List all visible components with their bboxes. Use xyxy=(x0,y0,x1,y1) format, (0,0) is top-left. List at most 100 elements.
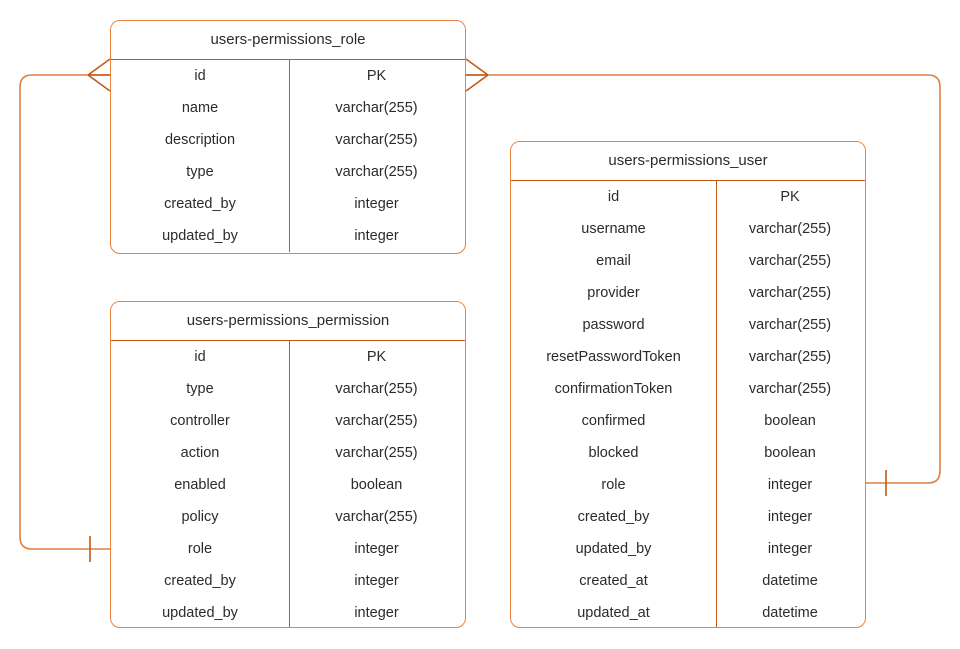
column-divider-users-permissions_role xyxy=(289,60,290,252)
field-name: updated_by xyxy=(575,541,652,557)
entity-title-users-permissions_permission: users-permissions_permission xyxy=(111,302,465,341)
field-name: confirmed xyxy=(581,413,646,429)
field-name: blocked xyxy=(588,445,639,461)
field-name: updated_by xyxy=(162,228,238,244)
field-name: policy xyxy=(181,509,219,525)
field-row[interactable]: updated_at datetime xyxy=(511,597,865,627)
field-row[interactable]: type varchar(255) xyxy=(111,156,465,188)
field-type: varchar(255) xyxy=(748,381,832,397)
field-row[interactable]: blocked boolean xyxy=(511,437,865,469)
field-name: created_by xyxy=(577,509,650,525)
column-divider-users-permissions_permission xyxy=(289,341,290,627)
field-name: enabled xyxy=(174,477,226,493)
field-row[interactable]: created_by integer xyxy=(511,501,865,533)
field-row[interactable]: description varchar(255) xyxy=(111,124,465,156)
crows-foot-icon-role-permission xyxy=(87,58,111,92)
field-type: integer xyxy=(767,477,813,493)
field-name: email xyxy=(596,253,631,269)
entity-title-users-permissions_user: users-permissions_user xyxy=(511,142,865,181)
field-type: integer xyxy=(354,541,399,557)
field-type: varchar(255) xyxy=(748,221,832,237)
field-type: varchar(255) xyxy=(748,253,832,269)
field-row[interactable]: id PK xyxy=(511,181,865,213)
field-type: boolean xyxy=(764,413,816,429)
field-name: type xyxy=(186,381,214,397)
field-row[interactable]: controller varchar(255) xyxy=(111,405,465,437)
field-type: varchar(255) xyxy=(335,381,418,397)
field-name: created_by xyxy=(164,573,236,589)
field-row[interactable]: created_at datetime xyxy=(511,565,865,597)
field-type: varchar(255) xyxy=(748,349,832,365)
relationship-role-permission xyxy=(19,58,111,562)
field-type: varchar(255) xyxy=(335,132,418,148)
field-type: boolean xyxy=(350,477,403,493)
field-row[interactable]: confirmed boolean xyxy=(511,405,865,437)
field-row[interactable]: created_by integer xyxy=(111,188,465,220)
field-name: provider xyxy=(587,285,640,301)
field-type: datetime xyxy=(762,573,818,589)
field-type: datetime xyxy=(762,605,818,621)
field-type: varchar(255) xyxy=(335,164,418,180)
field-name: type xyxy=(186,164,214,180)
field-name: confirmationToken xyxy=(554,381,673,397)
field-type: PK xyxy=(780,189,800,205)
field-name: id xyxy=(194,349,206,365)
column-divider-users-permissions_user xyxy=(716,181,717,627)
field-name: password xyxy=(582,317,645,333)
field-type: integer xyxy=(354,196,399,212)
field-row[interactable]: provider varchar(255) xyxy=(511,277,865,309)
field-name: updated_at xyxy=(577,605,650,621)
field-name: description xyxy=(164,132,236,148)
field-row[interactable]: username varchar(255) xyxy=(511,213,865,245)
field-row[interactable]: updated_by integer xyxy=(511,533,865,565)
relationship-role-user xyxy=(465,58,941,496)
field-type: varchar(255) xyxy=(748,285,832,301)
connector-line-role-user xyxy=(466,74,941,484)
field-row[interactable]: role integer xyxy=(511,469,865,501)
field-row[interactable]: type varchar(255) xyxy=(111,373,465,405)
field-row[interactable]: enabled boolean xyxy=(111,469,465,501)
field-row[interactable]: action varchar(255) xyxy=(111,437,465,469)
field-row[interactable]: id PK xyxy=(111,341,465,373)
field-type: integer xyxy=(354,605,399,621)
field-row[interactable]: password varchar(255) xyxy=(511,309,865,341)
field-type: PK xyxy=(366,68,387,84)
field-type: PK xyxy=(366,349,387,365)
field-name: created_by xyxy=(164,196,236,212)
field-row[interactable]: name varchar(255) xyxy=(111,92,465,124)
field-name: controller xyxy=(170,413,230,429)
field-row[interactable]: updated_by integer xyxy=(111,597,465,627)
field-row[interactable]: email varchar(255) xyxy=(511,245,865,277)
field-type: varchar(255) xyxy=(335,445,418,461)
field-name: action xyxy=(180,445,220,461)
field-name: id xyxy=(607,189,620,205)
field-type: integer xyxy=(354,573,399,589)
field-name: username xyxy=(581,221,646,237)
connector-line-role-permission xyxy=(19,74,110,550)
field-type: varchar(255) xyxy=(335,413,418,429)
field-row[interactable]: created_by integer xyxy=(111,565,465,597)
field-name: role xyxy=(601,477,626,493)
field-type: integer xyxy=(767,541,813,557)
field-name: updated_by xyxy=(162,605,238,621)
field-type: varchar(255) xyxy=(748,317,832,333)
field-row[interactable]: confirmationToken varchar(255) xyxy=(511,373,865,405)
field-name: created_at xyxy=(579,573,648,589)
field-type: integer xyxy=(767,509,813,525)
entity-body-users-permissions_permission: id PK type varchar(255) controller varchar(25… xyxy=(111,341,465,627)
field-type: boolean xyxy=(764,445,816,461)
field-type: varchar(255) xyxy=(335,100,418,116)
field-name: name xyxy=(181,100,219,116)
crows-foot-icon-role-user xyxy=(465,58,489,92)
